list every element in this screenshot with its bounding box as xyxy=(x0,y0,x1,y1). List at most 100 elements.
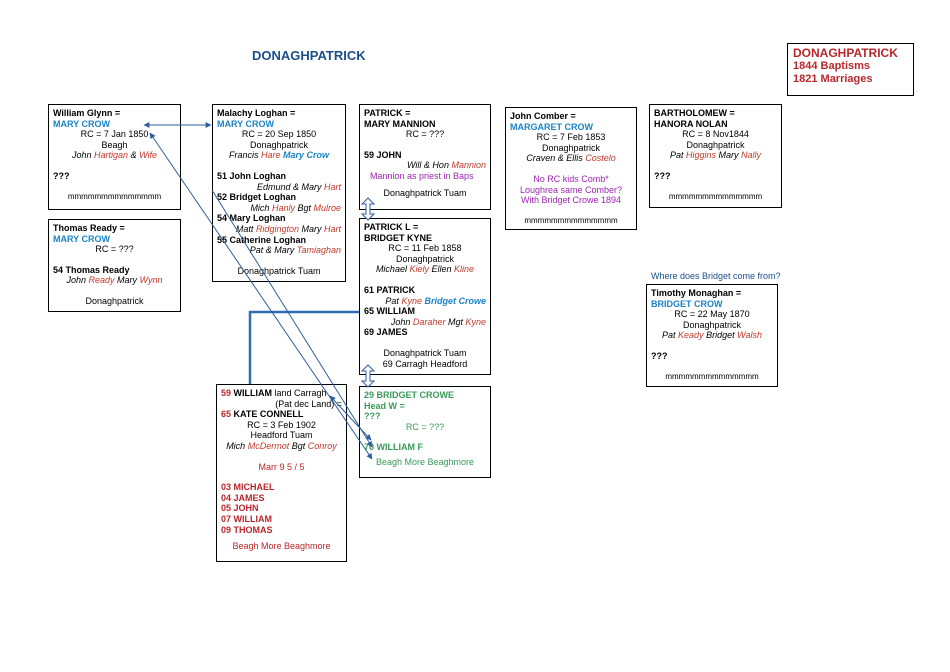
husband-name: PATRICK L = xyxy=(364,222,419,232)
bridget-origin-note: Where does Bridget come from? xyxy=(651,271,781,281)
sponsors: Francis Hare Mary Crow xyxy=(228,150,330,161)
priest-note: Mannion as priest in Baps xyxy=(370,170,474,181)
child-sponsors: Mich Hanly Bgt Mulroe xyxy=(250,202,341,213)
family-box-monaghan[interactable]: Timothy Monaghan = BRIDGET CROW RC = 22 … xyxy=(646,284,778,387)
marriage-note: Marr 9 5 / 5 xyxy=(258,461,305,472)
family-box-loghan[interactable]: Malachy Loghan = MARY CROW RC = 20 Sep 1… xyxy=(212,104,346,282)
family-link-line xyxy=(248,310,359,384)
child-entry: 05 JOHN xyxy=(221,503,259,514)
family-box-mannion[interactable]: PATRICK = MARY MANNION RC = ??? 59 JOHN … xyxy=(359,104,491,210)
wife-name: MARY MANNION xyxy=(364,118,436,129)
husband-note: (Pat dec Land) = xyxy=(275,398,342,409)
husband-line: 59 WILLIAM land Carragh xyxy=(221,388,327,398)
note-line: No RC kids Comb* xyxy=(533,173,609,184)
child-sponsors: Will & Hon Mannion xyxy=(407,160,486,171)
place: Donaghpatrick xyxy=(249,139,309,150)
child-sponsors: Matt Ridgington Mary Hart xyxy=(235,223,341,234)
unknown-marker: ??? xyxy=(654,170,671,181)
child-entry: 51 John Loghan xyxy=(217,170,287,181)
page-title: DONAGHPATRICK xyxy=(252,48,366,63)
unknown-marker: ??? xyxy=(53,170,70,181)
sponsors: Pat Keady Bridget Walsh xyxy=(662,330,762,341)
child-entry: 59 JOHN xyxy=(364,149,402,160)
child-entry: 54 Mary Loghan xyxy=(217,213,286,224)
footer-place-2: 69 Carragh Headford xyxy=(382,358,468,369)
wife-name: MARY CROW xyxy=(53,118,110,129)
footer-place: Donaghpatrick Tuam xyxy=(383,187,467,198)
family-box-ready[interactable]: Thomas Ready = MARY CROW RC = ??? 54 Tho… xyxy=(48,219,181,312)
child-sponsors: John Daraher Mgt Kyne xyxy=(390,316,486,327)
child-entry: 09 THOMAS xyxy=(221,524,273,535)
rc-date: RC = 11 Feb 1858 xyxy=(388,243,462,254)
wife-name: MARGARET CROW xyxy=(510,121,593,132)
place: Donaghpatrick xyxy=(395,253,455,264)
placeholder-line: mmmmmmmmmmmmmm xyxy=(67,191,162,201)
child-entry: 07 WILLIAM xyxy=(221,513,272,524)
place: Beagh xyxy=(101,139,128,150)
place: Headford Tuam xyxy=(250,430,313,441)
husband-name: PATRICK = xyxy=(364,108,411,118)
wife-name: MARY CROW xyxy=(53,233,110,244)
unknown-marker: ??? xyxy=(364,411,381,422)
footer-place: Donaghpatrick Tuam xyxy=(383,347,467,358)
place: Donaghpatrick xyxy=(85,295,144,306)
wife-line: 65 KATE CONNELL xyxy=(221,409,304,420)
rc-date: RC = 3 Feb 1902 xyxy=(247,419,316,430)
husband-name: Malachy Loghan = xyxy=(217,108,296,118)
husband-name: Thomas Ready = xyxy=(53,223,125,233)
child-entry: 55 Catherine Loghan xyxy=(217,234,307,245)
child-entry: 52 Bridget Loghan xyxy=(217,192,297,203)
sponsors: Mich McDermot Bgt Conroy xyxy=(226,440,337,451)
sponsors: Pat Higgins Mary Nally xyxy=(669,150,762,161)
wife-name: BRIDGET KYNE xyxy=(364,232,433,243)
sponsors: John Hartigan & Wife xyxy=(71,150,158,161)
legend-box: DONAGHPATRICK 1844 Baptisms 1821 Marriag… xyxy=(787,43,914,96)
rc-date: RC = 7 Feb 1853 xyxy=(536,132,606,143)
rc-date: RC = ??? xyxy=(405,129,445,140)
husband-name: William Glynn = xyxy=(53,108,121,118)
sponsors: John Ready Mary Wynn xyxy=(66,275,163,286)
placeholder-line: mmmmmmmmmmmmmm xyxy=(668,191,763,201)
sponsors: Craven & Ellis Costelo xyxy=(526,153,616,164)
legend-title: DONAGHPATRICK xyxy=(793,46,898,60)
child-sponsors: Pat & Mary Tamiaghan xyxy=(249,245,341,256)
wife-name: BRIDGET CROW xyxy=(651,298,723,309)
placeholder-line: mmmmmmmmmmmmmm xyxy=(665,371,759,381)
sponsors: Michael Kiely Ellen Kline xyxy=(375,264,475,275)
rc-date: RC = ??? xyxy=(95,244,134,255)
family-box-comber[interactable]: John Comber = MARGARET CROW RC = 7 Feb 1… xyxy=(505,107,637,230)
place: Donaghpatrick xyxy=(682,319,742,330)
child-entry: 70 WILLIAM F xyxy=(364,442,423,453)
wife-name: 29 BRIDGET CROWE xyxy=(364,390,455,400)
legend-marriages: 1821 Marriages xyxy=(793,73,873,85)
family-box-kyne[interactable]: PATRICK L = BRIDGET KYNE RC = 11 Feb 185… xyxy=(359,218,491,375)
child-entry: 61 PATRICK xyxy=(364,284,416,295)
husband-name: John Comber = xyxy=(510,111,576,121)
husband-line: Head W = xyxy=(364,400,405,411)
family-box-glynn[interactable]: William Glynn = MARY CROW RC = 7 Jan 185… xyxy=(48,104,181,210)
unknown-marker: ??? xyxy=(651,350,668,361)
child-sponsors: Pat Kyne Bridget Crowe xyxy=(385,295,486,306)
place: Donaghpatrick xyxy=(686,139,745,150)
wife-name: HANORA NOLAN xyxy=(654,118,728,129)
placeholder-line: mmmmmmmmmmmmmm xyxy=(524,215,618,225)
husband-name: Timothy Monaghan = xyxy=(651,288,742,298)
husband-name: BARTHOLOMEW = xyxy=(654,108,735,118)
child-entry: 65 WILLIAM xyxy=(364,306,415,317)
place: Donaghpatrick xyxy=(541,142,601,153)
family-box-nolan[interactable]: BARTHOLOMEW = HANORA NOLAN RC = 8 Nov184… xyxy=(649,104,782,208)
child-entry: 54 Thomas Ready xyxy=(53,264,130,275)
family-box-crowe[interactable]: 29 BRIDGET CROWE Head W = ??? RC = ??? 7… xyxy=(359,386,491,478)
wife-name: MARY CROW xyxy=(217,118,274,129)
rc-date: RC = 20 Sep 1850 xyxy=(241,129,317,140)
note-line: With Bridget Crowe 1894 xyxy=(520,195,622,206)
rc-date: RC = 22 May 1870 xyxy=(674,309,750,320)
child-entry: 03 MICHAEL xyxy=(221,482,275,493)
footer-place: Beagh More Beaghmore xyxy=(375,456,475,467)
rc-date: RC = ??? xyxy=(405,421,445,432)
child-entry: 04 JAMES xyxy=(221,492,265,503)
rc-date: RC = 7 Jan 1850 xyxy=(80,129,149,140)
footer-place: Beagh More Beaghmore xyxy=(232,541,331,552)
child-entry: 69 JAMES xyxy=(364,327,408,338)
family-box-connell[interactable]: 59 WILLIAM land Carragh (Pat dec Land) =… xyxy=(216,384,347,562)
